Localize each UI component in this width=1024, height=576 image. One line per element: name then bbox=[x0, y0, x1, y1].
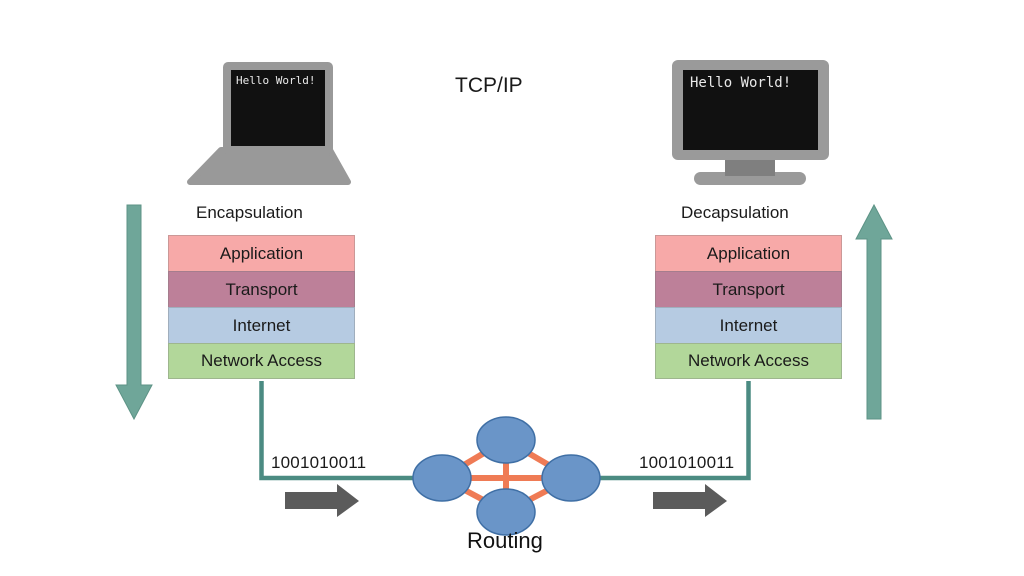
monitor-screen bbox=[683, 70, 818, 150]
encapsulation-arrow-down-icon bbox=[115, 204, 153, 421]
diagram-title: TCP/IP bbox=[455, 74, 523, 97]
stack-layer-transport[interactable]: Transport bbox=[168, 271, 355, 307]
stack-layer-label: Transport bbox=[225, 279, 298, 299]
stack-layer-transport[interactable]: Transport bbox=[655, 271, 842, 307]
laptop-screen bbox=[231, 70, 325, 146]
stack-layer-application[interactable]: Application bbox=[655, 235, 842, 271]
monitor-device bbox=[672, 60, 829, 185]
stack-layer-internet[interactable]: Internet bbox=[168, 307, 355, 343]
router-node-bottom[interactable] bbox=[476, 488, 536, 536]
binary-label-left: 1001010011 bbox=[271, 453, 367, 472]
link-path-right bbox=[595, 381, 751, 481]
decapsulation-arrow-up-icon bbox=[855, 203, 893, 420]
stack-layer-application[interactable]: Application bbox=[168, 235, 355, 271]
monitor-base bbox=[694, 172, 806, 185]
stack-layer-label: Network Access bbox=[688, 351, 809, 370]
router-node-top[interactable] bbox=[476, 416, 536, 464]
network-nodes bbox=[412, 416, 601, 536]
protocol-stack-right: Application Transport Internet Network A… bbox=[655, 235, 842, 379]
routing-label: Routing bbox=[467, 528, 543, 553]
laptop-device bbox=[187, 62, 351, 185]
stack-layer-label: Transport bbox=[712, 279, 785, 299]
protocol-stack-left: Application Transport Internet Network A… bbox=[168, 235, 355, 379]
flow-arrow-left-icon bbox=[285, 484, 359, 517]
router-node-right[interactable] bbox=[541, 454, 601, 502]
stack-layer-network-access[interactable]: Network Access bbox=[655, 343, 842, 379]
stack-layer-network-access[interactable]: Network Access bbox=[168, 343, 355, 379]
stack-layer-label: Internet bbox=[232, 315, 291, 335]
flow-arrow-right-icon bbox=[653, 484, 727, 517]
stack-layer-label: Network Access bbox=[201, 351, 322, 370]
stack-layer-label: Application bbox=[706, 243, 791, 263]
link-path-left bbox=[259, 381, 418, 481]
decapsulation-caption: Decapsulation bbox=[681, 203, 789, 222]
binary-label-right: 1001010011 bbox=[639, 453, 735, 472]
stack-layer-internet[interactable]: Internet bbox=[655, 307, 842, 343]
laptop-base bbox=[187, 147, 351, 185]
router-node-left[interactable] bbox=[412, 454, 472, 502]
stack-layer-label: Application bbox=[219, 243, 304, 263]
encapsulation-caption: Encapsulation bbox=[196, 203, 303, 222]
laptop-screen-text: Hello World! bbox=[236, 74, 316, 87]
monitor-screen-text: Hello World! bbox=[690, 75, 792, 91]
stack-layer-label: Internet bbox=[719, 315, 778, 335]
